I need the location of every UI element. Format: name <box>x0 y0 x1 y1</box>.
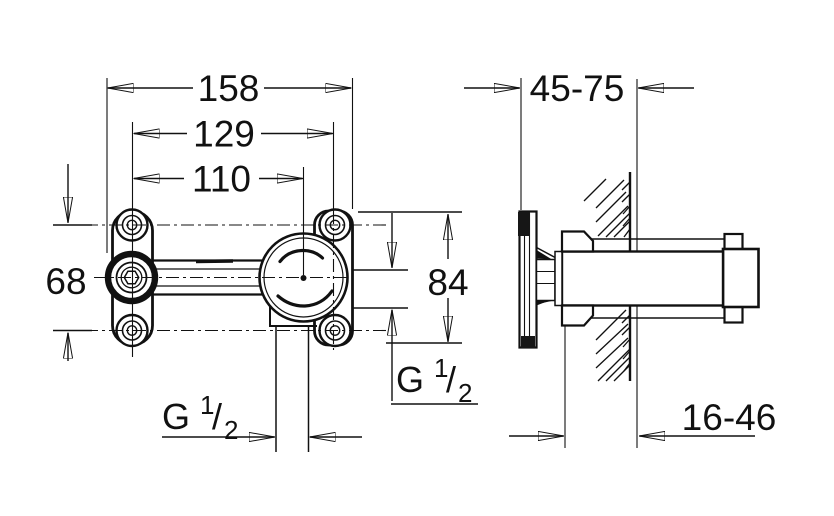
dimension-side-port: G 1 / 2 <box>352 213 478 408</box>
valve-lower-arc <box>276 289 334 308</box>
wall-hatch <box>583 178 631 382</box>
valve-upper-arc <box>278 248 325 264</box>
face-to-wall-label: 16-46 <box>682 397 777 438</box>
body-side <box>560 232 760 324</box>
center-lines <box>85 122 390 357</box>
flange-top-cap <box>518 212 530 236</box>
bottom-outlet-stub <box>269 303 317 452</box>
dimension-center-to-hole: 110 <box>134 159 303 200</box>
dimension-mounting-depth: 45-75 <box>464 68 694 448</box>
flange-bottom-cap <box>521 336 535 348</box>
dimension-total-width: 158 <box>106 68 354 253</box>
dimension-body-height: 84 <box>358 211 469 344</box>
mounting-flange <box>518 210 538 349</box>
flange-hub <box>535 246 563 307</box>
front-view <box>85 122 390 452</box>
wall-section <box>583 172 632 382</box>
ear-bottom <box>560 304 595 327</box>
side-view <box>518 172 760 382</box>
side-port-label: G 1 / 2 <box>396 353 472 408</box>
body-slab <box>560 250 725 307</box>
dimensions: 158 129 110 68 84 <box>45 68 776 448</box>
dimension-hole-spacing-vertical: 68 <box>45 164 92 361</box>
bottom-port-label: G 1 / 2 <box>162 390 238 445</box>
hole-spacing-h-label: 129 <box>193 114 255 155</box>
connecting-tube <box>153 259 268 296</box>
body-end-cap <box>721 247 760 309</box>
ear-top <box>560 230 595 253</box>
dimension-hole-spacing-horizontal: 129 <box>134 114 333 155</box>
body-height-label: 84 <box>427 262 468 303</box>
dimension-face-to-wall: 16-46 <box>509 326 776 448</box>
hole-spacing-v-label: 68 <box>45 261 86 302</box>
center-to-hole-label: 110 <box>192 159 251 200</box>
total-width-label: 158 <box>198 68 260 109</box>
mounting-depth-label: 45-75 <box>530 68 625 109</box>
dimension-bottom-port: G 1 / 2 <box>162 390 362 445</box>
